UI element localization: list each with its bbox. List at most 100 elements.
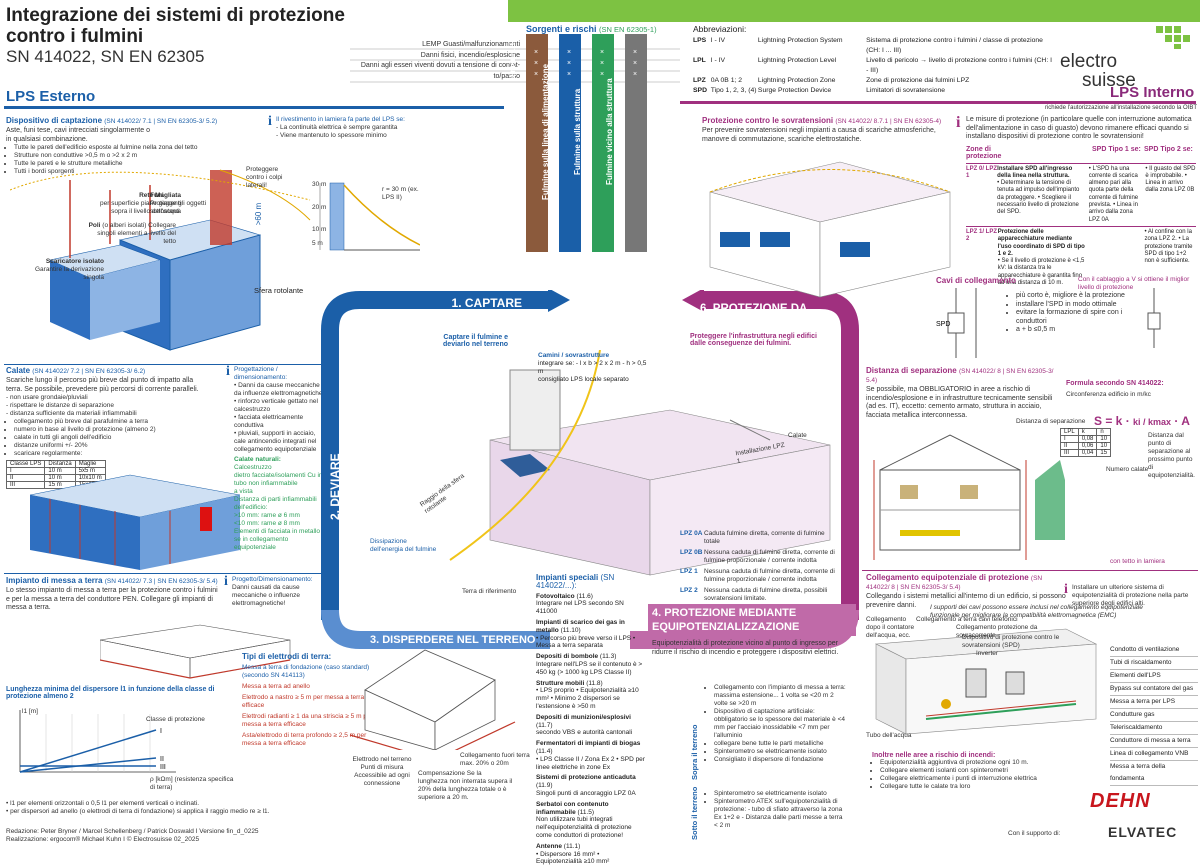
abbrev-code: SPD: [693, 86, 711, 96]
impianto-item: Fotovoltaico (11.6)Integrare nel LPS sec…: [536, 593, 646, 616]
label-sfera: Sfera rotolante: [254, 286, 303, 295]
inoltre-item: Collegare tutte le calate tra loro: [880, 783, 1072, 791]
row1-a: Installare SPD all'ingresso della linea …: [997, 166, 1072, 179]
abbrev-heading: Abbreviazioni:: [693, 24, 1053, 34]
step2-title: 2. DEVIARE: [328, 453, 342, 520]
source-mark: ×: [633, 71, 637, 78]
equipot-label: Dispositivo di protezione contro le sovr…: [962, 634, 1082, 650]
label-terra-rif: Terra di riferimento: [462, 588, 522, 596]
cavi-item: a + b ≤0,5 m: [1016, 326, 1136, 335]
lpz-zone-code: LPZ 2: [680, 587, 704, 603]
row1-t1: • L'SPD ha una corrente di scarica almen…: [1089, 166, 1146, 224]
abbrev-en: Lightning Protection Level: [758, 56, 866, 76]
grounding-house-illustration: [345, 640, 530, 750]
redazione-1: Realizzazione: ergocom® Michael Kuhn I ©…: [6, 836, 336, 844]
lps-esterno-title: LPS Esterno: [6, 88, 95, 105]
lpz-zone-code: LPZ 0B: [680, 549, 704, 565]
top-green-bar: [508, 0, 1200, 22]
naturali-title: Calate naturali:: [234, 456, 326, 464]
label-poli: Poli (o alberi isolati) Collegare singol…: [86, 222, 176, 246]
impianto-ref: (11.4): [536, 748, 553, 755]
esterno-rule: [4, 106, 504, 109]
terra-intro: Lo stesso impianto di messa a terra per …: [6, 587, 221, 613]
impianto-name: Sistemi di protezione anticaduta: [536, 774, 636, 781]
label-scaricatore: Scaricatore isolato Garantire la derivaz…: [24, 258, 104, 282]
prog-lines: • Danni da cause meccaniche o da influen…: [234, 382, 326, 454]
impianto-title: Depositi di munizioni/esplosivi (11.7): [536, 714, 646, 730]
captazione-bullet: Tutte le pareti dell'edificio esposte al…: [14, 144, 204, 152]
scaricatore-sub: Garantire la derivazione singola: [35, 266, 104, 281]
terra-chart-xlabel: ρ [kΩm] (resistenza specifica di terra): [150, 776, 240, 792]
step6-title: 6. PROTEZIONE DA SOVRATENSIONE: [700, 303, 830, 327]
sources-heading: Sorgenti e rischi (SN EN 62305-1): [526, 24, 657, 34]
separazione-block: Distanza di separazione (SN 414022/ 8 | …: [866, 366, 1056, 420]
equipot-label: Inverter: [976, 650, 1096, 658]
step1-note: Captare il fulmine e deviarlo nel terren…: [418, 334, 508, 348]
separation-house-illustration: [860, 430, 1070, 575]
naturali-line: <10 mm: rame ø 8 mm: [234, 520, 326, 528]
calate-title: Calate: [6, 366, 30, 375]
row2-a: Protezione delle apparecchiature mediant…: [998, 229, 1085, 257]
info-icon: i: [224, 574, 228, 590]
lpz-zone-text: Nessuna caduta di fulmine diretta, corre…: [704, 568, 840, 584]
prog-line: • facciata elettricamente conduttiva: [234, 414, 326, 430]
sovratensioni-block: Protezione contro le sovratensioni (SN 4…: [702, 116, 942, 144]
equipot-right-label: Linea di collegamento VNB: [1110, 748, 1198, 761]
scaricatore-title: Scaricatore isolato: [46, 258, 104, 265]
impianto-title: Antenne (11.1): [536, 843, 646, 851]
inoltre-block: Inoltre nelle aree a rischio di incendi:…: [872, 752, 1072, 791]
sphere-r30: r = 30 m (ex. LPS II): [382, 186, 422, 202]
step1-title: 1. CAPTARE: [362, 296, 522, 310]
sovr-building-illustration: [700, 152, 960, 302]
title-line-1: Integrazione dei sistemi di protezione: [6, 5, 345, 26]
label-elettrodo: Elettrodo nel terreno Punti di misura Ac…: [352, 756, 412, 788]
interno-note: richiede l'autorizzazione all'installazi…: [1012, 104, 1197, 112]
terra-ref: (SN 414022/ 7.3 | SN EN 62305-3/ 5.4): [105, 578, 218, 585]
row1-b: • Determinare la tensione di tenuta ad i…: [997, 180, 1085, 216]
abbrev-en: Lightning Protection Zone: [758, 76, 866, 86]
impianto-ref: (11.10): [559, 627, 581, 634]
info-icon: i: [226, 364, 230, 380]
impianto-text: • LPS proprio • Equipotenzialità ≥10 mm²…: [536, 687, 646, 710]
source-col-label-1: Fulmine sulla linea di alimentazione: [541, 40, 550, 200]
abbrev-range: I - IV: [711, 56, 758, 76]
info-icon: i: [1064, 582, 1068, 598]
sphere-axis-10: 10 m: [312, 226, 326, 234]
cavi-item: evitare la formazione di spire con i con…: [1016, 309, 1136, 326]
source-col-label-0: Fulmine vicino alla linea di alimentazio…: [508, 25, 517, 185]
label-dissipazione: Dissipazione dell'energia del fulmine: [370, 538, 440, 554]
label-funi: Funi Protegge gli oggetti sottostanti: [150, 192, 220, 216]
impianto-ref: (11.5): [576, 809, 594, 816]
logo-electro: electro: [1060, 52, 1196, 72]
capt-info-0: Il rivestimento in lamiera fa parte del …: [276, 116, 476, 124]
impianto-name: Serbatoi con contenuto infiammabile: [536, 801, 609, 816]
sep-table-cell: 0,08: [1078, 436, 1097, 443]
lps-interno-title: LPS Interno: [1110, 84, 1194, 101]
prog-line: • Danni da cause meccaniche o da influen…: [234, 382, 326, 398]
impianto-name: Fotovoltaico: [536, 593, 575, 600]
impianto-text: • Percorso più breve verso il LPS • Mess…: [536, 635, 646, 651]
source-col-label-3: Fulmine vicino alla struttura: [605, 35, 614, 185]
label-calate: Calate: [788, 432, 807, 440]
abbrev-range: 0A 0B 1; 2: [711, 76, 758, 86]
terra-footnotes: • l1 per elementi orizzontali o 0,5 l1 p…: [6, 800, 336, 816]
inoltre-item: Collegare elettricamente i punti di inte…: [880, 775, 1072, 783]
inoltre-item: Collegare elementi isolanti con spintero…: [880, 767, 1072, 775]
impianto-item: Antenne (11.1)• Dispersore 16 mm² • Equi…: [536, 843, 646, 866]
sovr-ref: (SN 414022/ 8.7.1 | SN EN 62305-4): [835, 118, 941, 125]
sep-table-cell: 10: [1097, 436, 1111, 443]
sep-table-head: n: [1097, 429, 1111, 436]
prog-line: • rinforzo verticale gettato nel calcest…: [234, 398, 326, 414]
sphere-axis-30: 30 m: [312, 181, 326, 189]
lpz-zone-text: Nessuna caduta di fulmine diretta, corre…: [704, 549, 840, 565]
sphere-axis-20: 20 m: [312, 204, 326, 212]
impianto-ref: (11.3): [598, 653, 616, 660]
captazione-title: Dispositivo di captazione: [6, 116, 102, 125]
impianto-title: Strutture mobili (11.8): [536, 680, 646, 688]
source-mark: ×: [567, 49, 571, 56]
